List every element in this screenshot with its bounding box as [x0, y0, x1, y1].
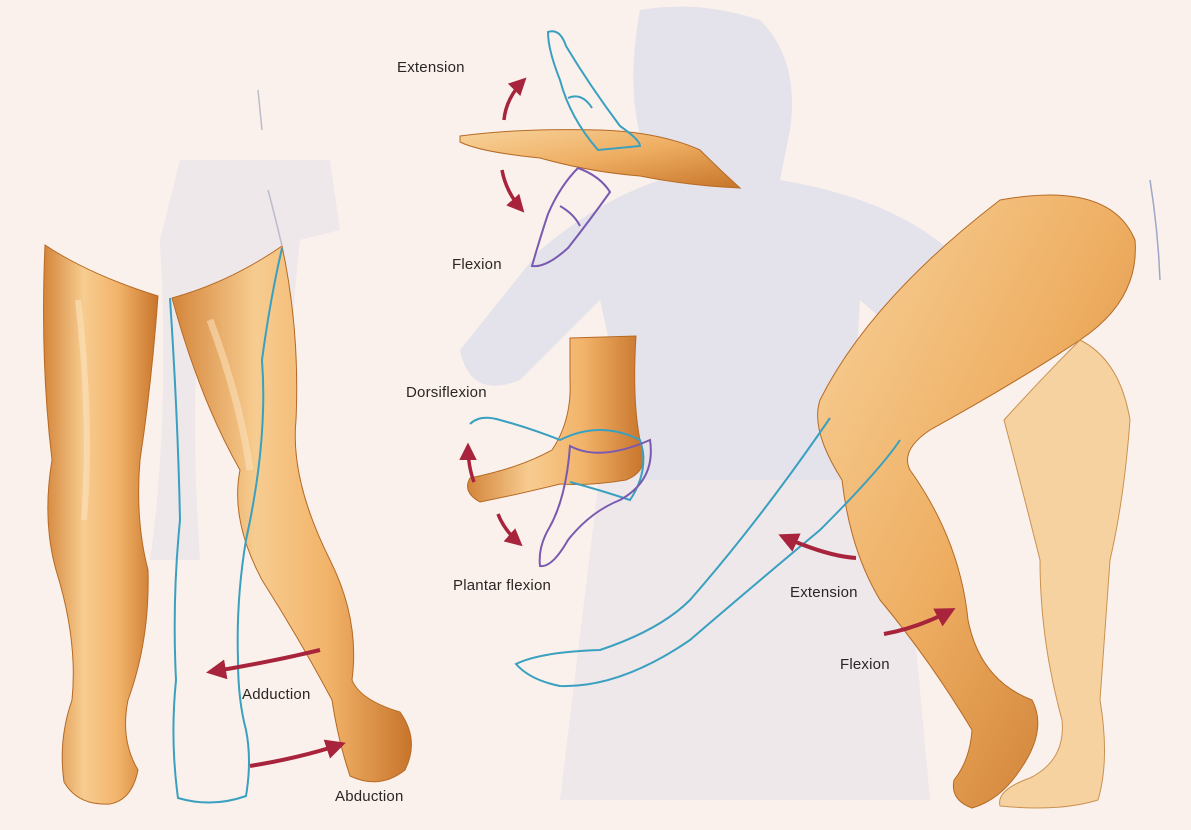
hip-outline [1150, 180, 1160, 280]
label-wrist-extension: Extension [397, 59, 465, 76]
label-knee-flexion: Flexion [840, 656, 890, 673]
wrist-flexion-arrow [502, 170, 522, 210]
label-adduction: Adduction [242, 686, 311, 703]
label-abduction: Abduction [335, 788, 404, 805]
wrist-extension-arrow [504, 80, 524, 120]
dorsiflexion-arrow [468, 446, 474, 482]
abduction-arrow [250, 744, 342, 766]
label-knee-extension: Extension [790, 584, 858, 601]
adduction-arrow [210, 650, 320, 672]
plantar-flexion-arrow [498, 514, 520, 544]
label-wrist-flexion: Flexion [452, 256, 502, 273]
label-plantar-flexion: Plantar flexion [453, 577, 551, 594]
label-dorsiflexion: Dorsiflexion [406, 384, 487, 401]
left-leg-back-view [44, 245, 158, 804]
